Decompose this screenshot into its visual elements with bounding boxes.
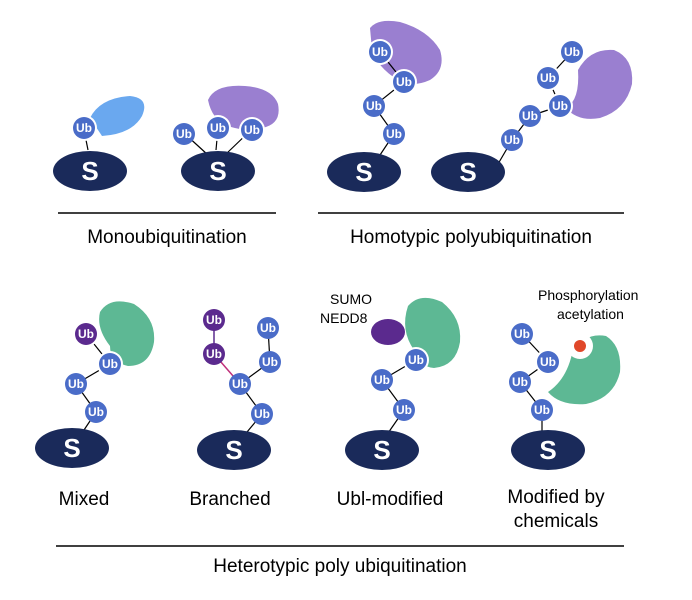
- ubiquitin-icon: [173, 123, 195, 145]
- ubiquitin-icon: [65, 373, 87, 395]
- ubiquitin-icon: [85, 401, 107, 423]
- ubiquitin-icon: [547, 93, 573, 119]
- caption-mixed: Mixed: [59, 489, 110, 510]
- ubiquitin-icon: [535, 65, 561, 91]
- ubiquitin-icon: [205, 115, 231, 141]
- label-phosphorylation: Phosphorylation: [538, 287, 638, 303]
- substrate-icon: [345, 430, 419, 470]
- ub-binding-protein-icon: [370, 20, 442, 84]
- caption-monoubiquitination: Monoubiquitination: [87, 227, 247, 248]
- ubiquitin-icon: [363, 95, 385, 117]
- ubiquitin-icon: [383, 123, 405, 145]
- ubiquitin-icon: [229, 373, 251, 395]
- caption-branched: Branched: [189, 489, 270, 510]
- ubiquitin-icon: [97, 351, 123, 377]
- ubiquitin-icon: [535, 349, 561, 375]
- ubiquitin-icon: [251, 403, 273, 425]
- panel-branched: Branched: [189, 309, 281, 510]
- substrate-icon: [197, 430, 271, 470]
- ubiquitin-icon: [71, 115, 97, 141]
- substrate-icon: [511, 430, 585, 470]
- ubiquitin-icon: [501, 129, 523, 151]
- caption-modified-by-line2: chemicals: [514, 511, 598, 532]
- ub-binding-protein-icon: [566, 49, 633, 119]
- ubiquitin-dark-icon: [203, 309, 225, 331]
- ubiquitin-icon: [259, 351, 281, 373]
- ubiquitin-icon: [257, 317, 279, 339]
- ubiquitin-icon: [391, 69, 417, 95]
- caption-homotypic-polyubiquitination: Homotypic polyubiquitination: [350, 227, 592, 248]
- ub-binding-protein-icon: [90, 96, 145, 136]
- phospho-modification-icon: [574, 340, 586, 352]
- label-sumo: SUMO: [330, 291, 372, 307]
- substrate-icon: [53, 151, 127, 191]
- panel-ubl-modified: SUMO NEDD8 Ubl-modified: [320, 291, 461, 510]
- ubiquitin-icon: [239, 117, 265, 143]
- ubiquitin-icon: [393, 399, 415, 421]
- caption-heterotypic-poly-ubiquitination: Heterotypic poly ubiquitination: [213, 556, 467, 577]
- ubiquitin-dark-icon: [203, 343, 225, 365]
- panel-mixed: Mixed: [35, 301, 155, 510]
- panel-homotypic-polyubiquitination: Homotypic polyubiquitination: [318, 20, 633, 248]
- label-acetylation: acetylation: [557, 306, 624, 322]
- ubiquitin-icon: [403, 347, 429, 373]
- ubiquitin-icon: [519, 105, 541, 127]
- substrate-icon: [181, 151, 255, 191]
- ub-binding-protein-icon: [99, 301, 155, 366]
- ubiquitin-icon: [561, 41, 583, 63]
- panel-modified-by-chemicals: Phosphorylation acetylation Modified by …: [507, 287, 638, 532]
- ubiquitin-icon: [531, 399, 553, 421]
- substrate-icon: [35, 428, 109, 468]
- panel-monoubiquitination: Monoubiquitination: [53, 85, 279, 248]
- ubiquitin-icon: [367, 39, 393, 65]
- caption-modified-by-line1: Modified by: [507, 487, 605, 508]
- substrate-icon: [327, 152, 401, 192]
- ubiquitin-icon: [509, 371, 531, 393]
- ubl-protein-icon: [371, 319, 405, 345]
- ubiquitin-dark-icon: [73, 321, 99, 347]
- ubiquitin-icon: [511, 323, 533, 345]
- ubiquitin-icon: [371, 369, 393, 391]
- substrate-icon: [431, 152, 505, 192]
- label-nedd8: NEDD8: [320, 310, 368, 326]
- ub-binding-protein-icon: [548, 335, 621, 405]
- caption-ubl-modified: Ubl-modified: [337, 489, 444, 510]
